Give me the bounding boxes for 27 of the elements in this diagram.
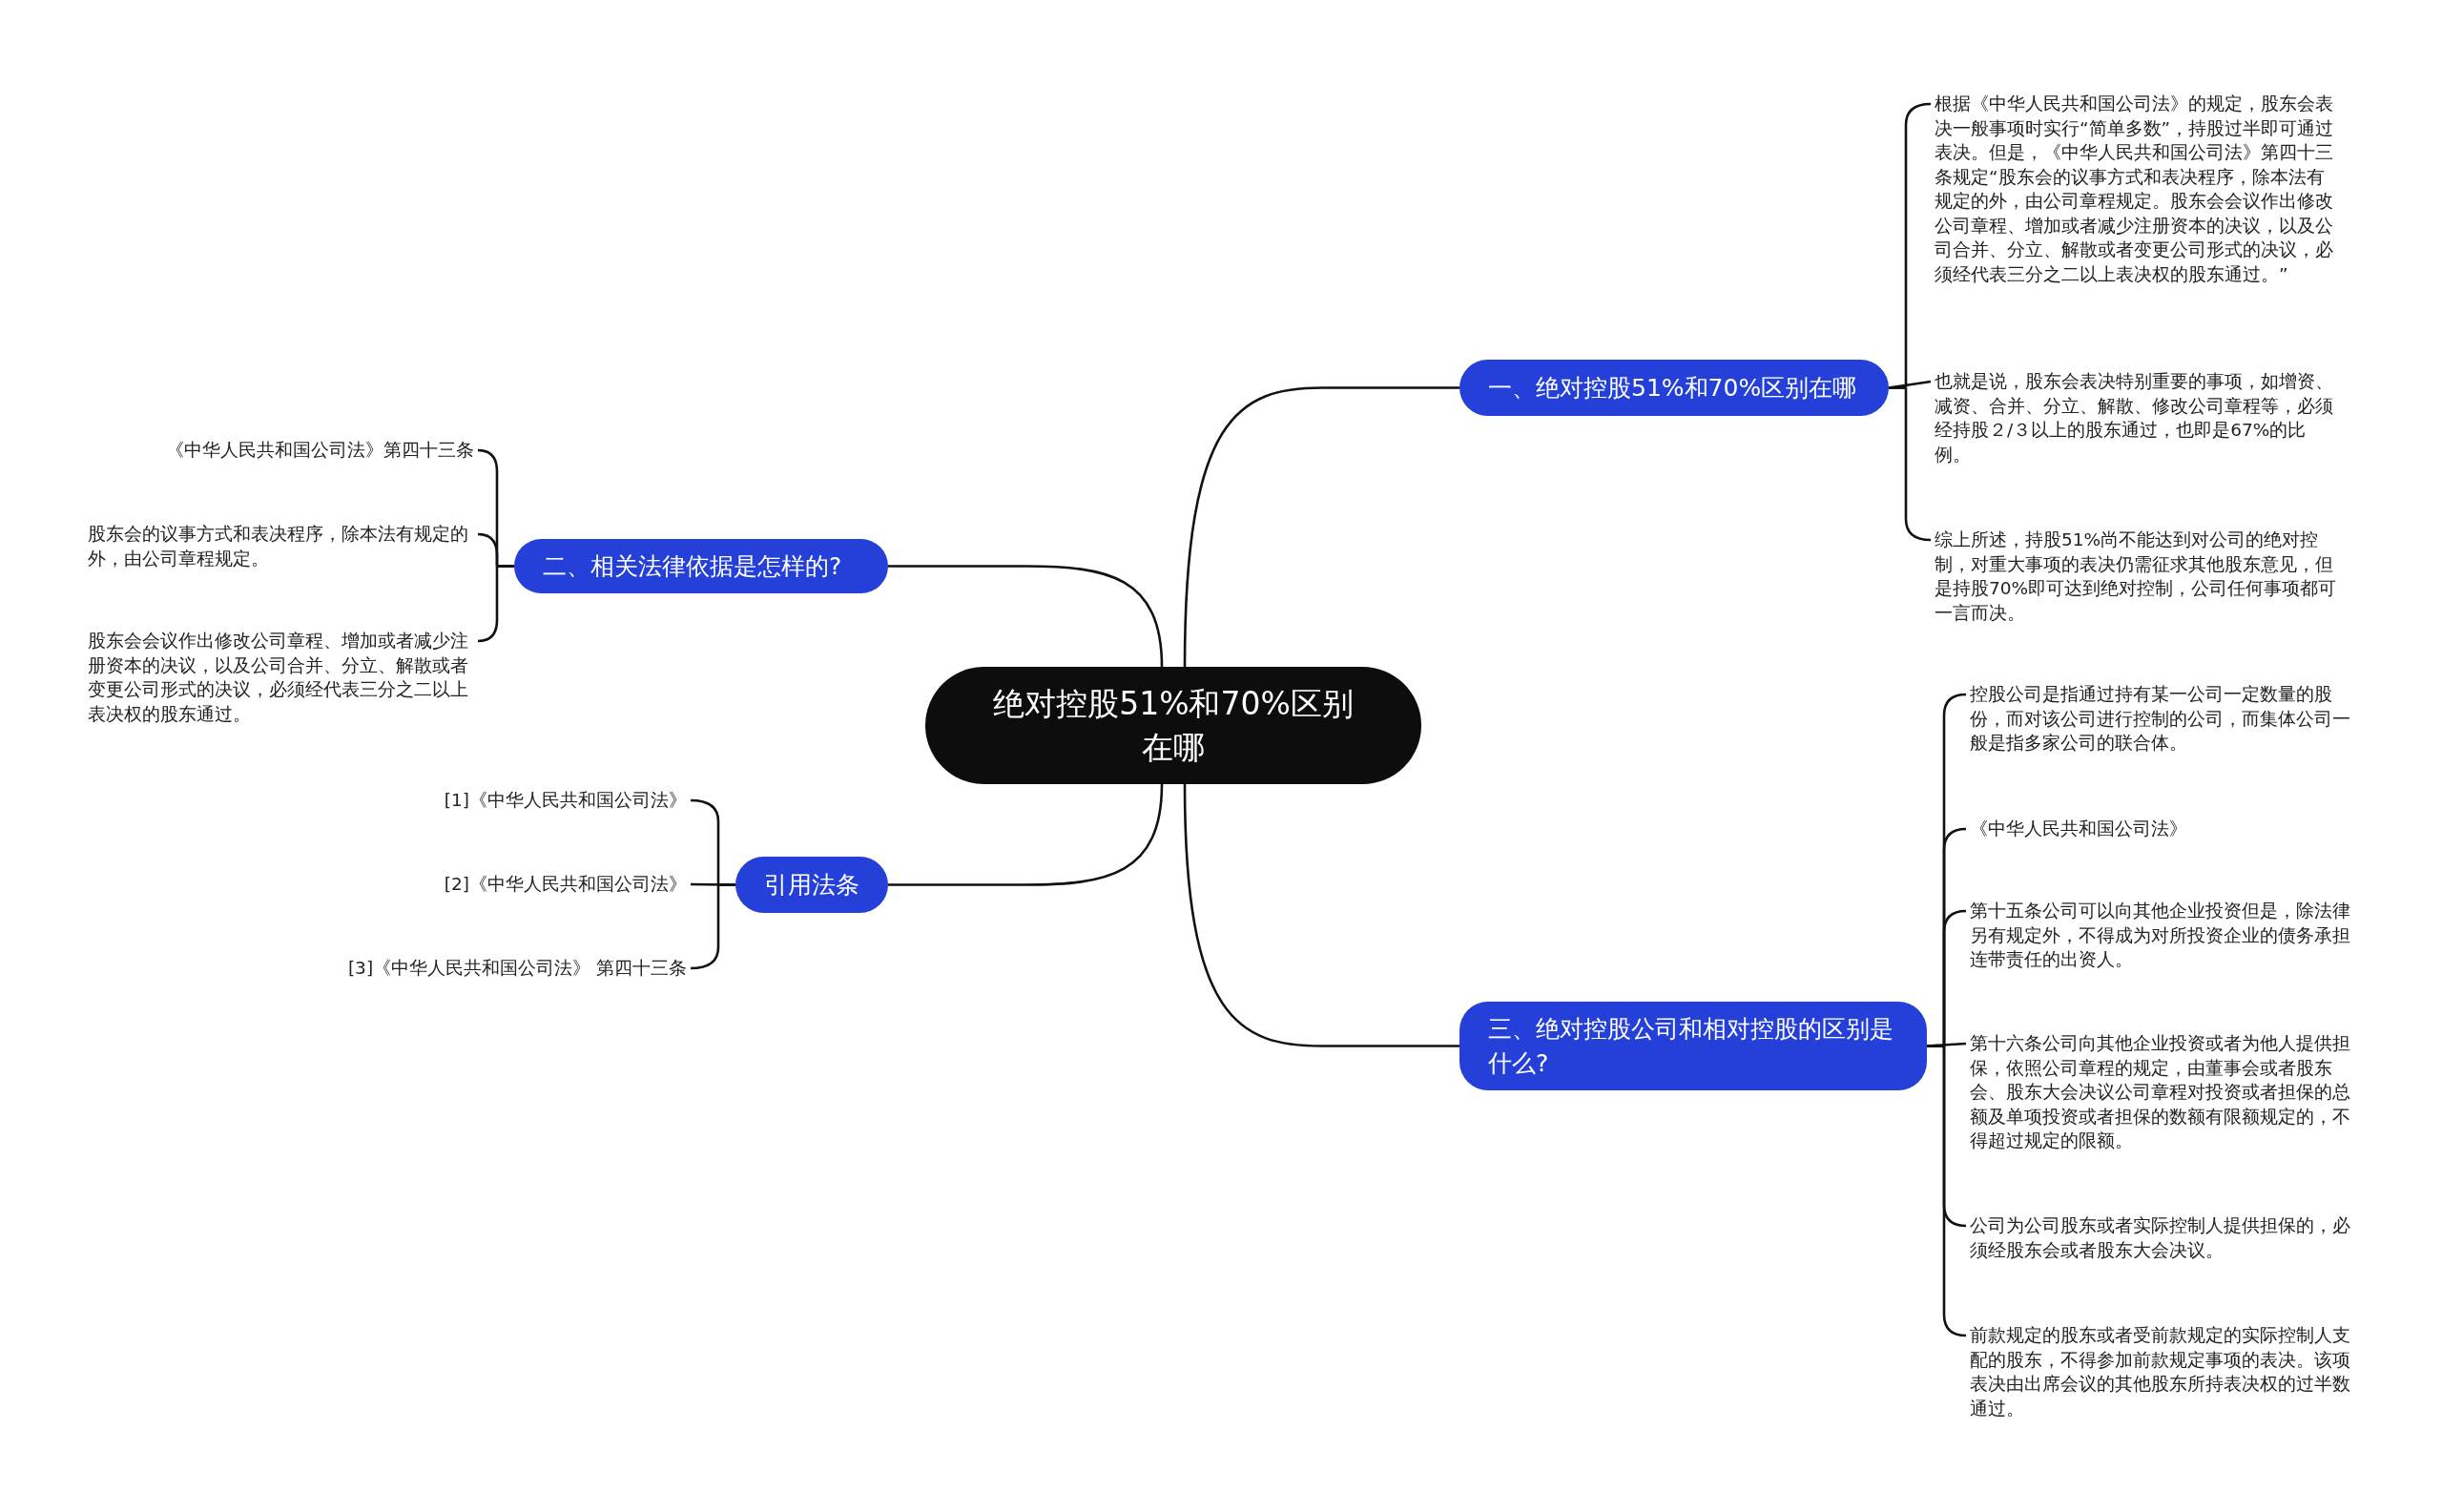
note-text: [3]《中华人民共和国公司法》 第四十三条 <box>238 956 687 981</box>
connector-line <box>1183 386 1459 668</box>
connector-line <box>689 883 737 970</box>
note-text: 《中华人民共和国公司法》 <box>1970 817 2366 841</box>
note-text: 《中华人民共和国公司法》第四十三条 <box>57 438 474 463</box>
topic-pill: 三、绝对控股公司和相对控股的区别是什么? <box>1459 1002 1927 1090</box>
note-text: 也就是说，股东会表决特别重要的事项，如增资、减资、合并、分立、解散、修改公司章程等，必须经持股２/３以上的股东通过，也即是67%的比例。 <box>1935 369 2340 466</box>
central-topic: 绝对控股51%和70%区别在哪 <box>925 667 1421 784</box>
note-text: 前款规定的股东或者受前款规定的实际控制人支配的股东，不得参加前款规定事项的表决。该项表决由出席会议的其他股东所持表决权的过半数通过。 <box>1970 1323 2366 1420</box>
connector-line <box>888 783 1164 886</box>
connector-line <box>476 565 516 643</box>
connector-line <box>888 565 1164 668</box>
note-text: 第十五条公司可以向其他企业投资但是，除法律另有规定外，不得成为对所投资企业的债务承担连带责任的出资人。 <box>1970 899 2366 972</box>
note-text: 控股公司是指通过持有某一公司一定数量的股份，而对该公司进行控制的公司，而集体公司一般是指多家公司的联合体。 <box>1970 682 2366 756</box>
note-text: 股东会的议事方式和表决程序，除本法有规定的外，由公司章程规定。 <box>88 522 474 570</box>
note-text: 股东会会议作出修改公司章程、增加或者减少注册资本的决议，以及公司合并、分立、解散或者变更公司形式的决议，必须经代表三分之二以上表决权的股东通过。 <box>88 629 474 726</box>
note-text: 根据《中华人民共和国公司法》的规定，股东会表决一般事项时实行“简单多数”，持股过半即可通过表决。但是，《中华人民共和国公司法》第四十三条规定“股东会的议事方式和表决程序，除本法有规定的外，由公司章程规定。股东会会议作出修改公司章程、增加或者减少注册资本的决议，以及公司合并、分立、解散或者变更公司形式的决议，必须经代表三分之二以上表决权的股东通过。” <box>1935 92 2340 286</box>
topic-pill: 一、绝对控股51%和70%区别在哪 <box>1459 360 1889 416</box>
topic-pill: 引用法条 <box>735 857 888 913</box>
topic-pill: 二、相关法律依据是怎样的? <box>514 539 888 593</box>
note-text: 公司为公司股东或者实际控制人提供担保的，必须经股东会或者股东大会决议。 <box>1970 1213 2366 1262</box>
connector-line <box>1183 783 1459 1047</box>
note-text: [1]《中华人民共和国公司法》 <box>286 788 687 813</box>
note-text: 综上所述，持股51%尚不能达到对公司的绝对控制，对重大事项的表决仍需征求其他股东意见，但是持股70%即可达到绝对控制，公司任何事项都可一言而决。 <box>1935 528 2340 625</box>
note-text: [2]《中华人民共和国公司法》 <box>286 872 687 897</box>
note-text: 第十六条公司向其他企业投资或者为他人提供担保，依照公司章程的规定，由董事会或者股东会、股东大会决议公司章程对投资或者担保的总额及单项投资或者担保的数额有限额规定的，不得超过规定的限额。 <box>1970 1031 2366 1153</box>
connector-line <box>1887 386 1933 542</box>
